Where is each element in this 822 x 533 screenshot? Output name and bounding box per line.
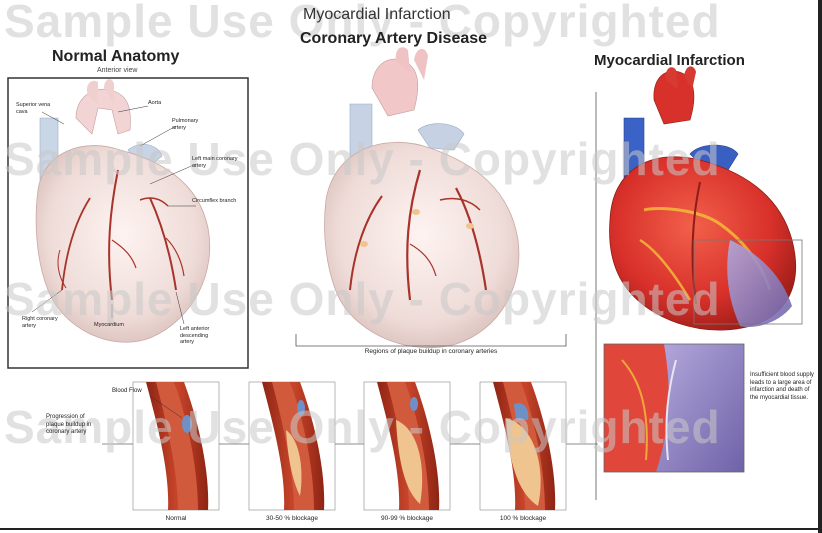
label-myocardium: Myocardium — [94, 322, 124, 329]
right-border — [818, 0, 822, 533]
stage-label-100: 100 % blockage — [480, 515, 566, 522]
title-right: Myocardial Infarction — [594, 52, 745, 69]
label-progression: Progression of plaque buildup in coronar… — [46, 414, 102, 437]
watermark: Sample Use Only - Copyrighted — [4, 400, 721, 454]
watermark: Sample Use Only - Copyrighted — [4, 272, 721, 326]
title-left: Normal Anatomy — [52, 48, 179, 66]
label-pulmonary-artery: Pulmonary artery — [172, 118, 212, 131]
stage-label-normal: Normal — [133, 515, 219, 522]
label-circumflex: Circumflex branch — [192, 198, 238, 205]
stage-label-90-99: 90-99 % blockage — [364, 515, 450, 522]
label-left-main-coronary: Left main coronary artery — [192, 156, 238, 169]
infarction-note: Insufficient blood supply leads to a lar… — [750, 372, 816, 402]
stage-label-30-50: 30-50 % blockage — [249, 515, 335, 522]
watermark: Sample Use Only - Copyrighted — [4, 132, 721, 186]
label-right-coronary: Right coronary artery — [22, 316, 58, 329]
label-aorta: Aorta — [148, 100, 161, 107]
plaque-caption: Regions of plaque buildup in coronary ar… — [296, 348, 566, 355]
label-blood-flow: Blood Flow — [112, 388, 142, 396]
title-top: Myocardial Infarction — [303, 6, 451, 24]
title-left-subtitle: Anterior view — [97, 67, 137, 74]
title-middle: Coronary Artery Disease — [300, 30, 487, 48]
label-superior-vena-cava: Superior vena cava — [16, 102, 52, 115]
label-lad: Left anterior descending artery — [180, 326, 222, 346]
